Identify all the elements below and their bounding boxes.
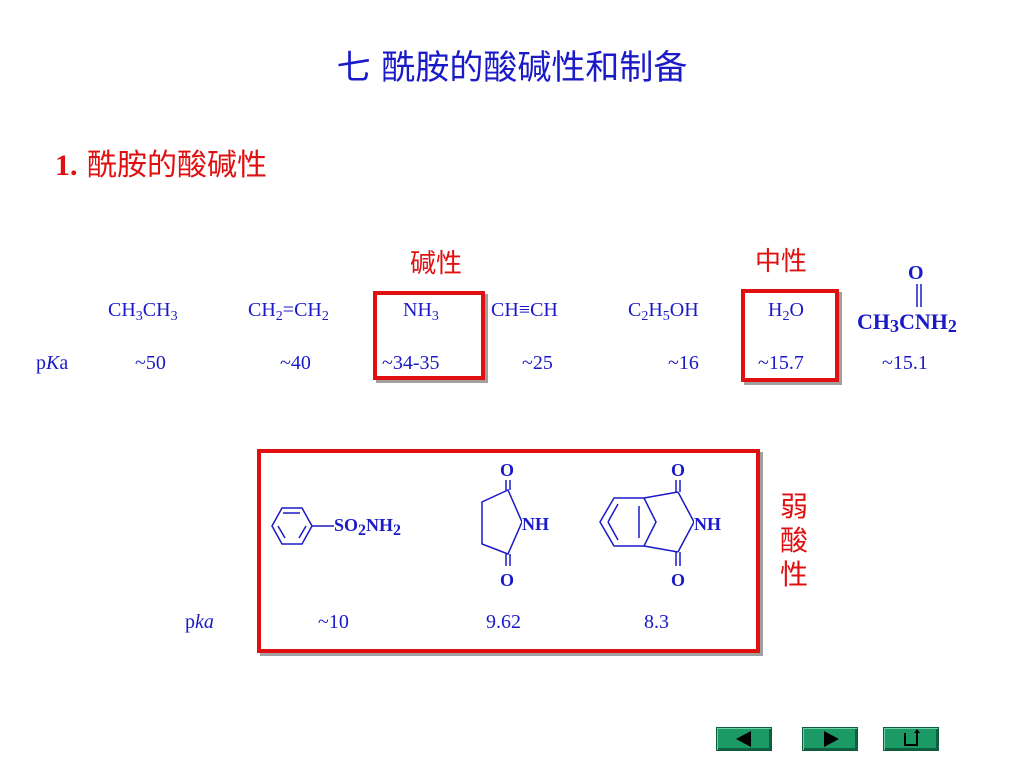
pka-ethanol: ~16 xyxy=(668,352,699,374)
section-heading: 1. 酰胺的酸碱性 xyxy=(55,140,267,184)
acetylene-formula: CH≡CH xyxy=(491,299,558,321)
phthalimide-ring-icon xyxy=(599,480,695,566)
acetamide-oxygen: O xyxy=(908,262,924,284)
pka-a: a xyxy=(59,352,69,374)
next-slide-button[interactable] xyxy=(802,727,858,751)
weak-acid-box xyxy=(257,449,760,653)
neutral-label: 中性 xyxy=(755,247,808,277)
benzene-ring-icon xyxy=(271,507,334,545)
pka-p: p xyxy=(36,352,46,374)
succinimide-o-bottom: O xyxy=(500,570,515,590)
pka-acetamide: ~15.1 xyxy=(882,352,928,374)
basic-label: 碱性 xyxy=(410,249,463,279)
section-title: 酰胺的酸碱性 xyxy=(87,148,268,183)
ethanol-formula: C2H5OH xyxy=(628,299,699,324)
pka-water: ~15.7 xyxy=(758,352,804,374)
pka-row-label: pKa xyxy=(36,352,68,375)
ethane-formula: CH3CH3 xyxy=(108,299,178,324)
pka-ammonia: ~34-35 xyxy=(382,352,440,374)
pka-k: K xyxy=(46,352,60,374)
pka2-p: p xyxy=(185,611,195,633)
pka-ethane: ~50 xyxy=(135,352,166,374)
phthalimide-nh: NH xyxy=(694,514,721,535)
prev-slide-button[interactable] xyxy=(716,727,772,751)
acetamide-formula: CH3CNH2 xyxy=(857,309,957,336)
return-button[interactable] xyxy=(883,727,939,751)
ammonia-formula: NH3 xyxy=(403,299,439,324)
h2o-highlight-box xyxy=(741,289,839,382)
pka-row2-label: pka xyxy=(185,611,214,634)
pka2-ka: ka xyxy=(195,611,214,633)
weak-acid-label: 弱 酸 性 xyxy=(780,490,812,592)
phthalimide-o-top: O xyxy=(671,460,686,480)
return-arrow-icon xyxy=(904,729,920,746)
weak-acid-char-1: 弱 xyxy=(780,490,809,523)
pka-phthalimide: 8.3 xyxy=(644,611,669,633)
acetamide-double-bond xyxy=(916,284,922,307)
succinimide-o-top: O xyxy=(500,460,515,480)
phthalimide-o-bottom: O xyxy=(671,570,686,590)
pka-sulfonamide: ~10 xyxy=(318,611,349,633)
succinimide-nh: NH xyxy=(522,514,549,535)
page-title: 七 酰胺的酸碱性和制备 xyxy=(336,48,688,88)
nh3-highlight-box xyxy=(373,291,485,380)
right-triangle-icon xyxy=(824,731,839,747)
left-triangle-icon xyxy=(736,731,751,747)
pka-ethylene: ~40 xyxy=(280,352,311,374)
water-formula: H2O xyxy=(768,299,804,324)
sulfonamide-group: SO2NH2 xyxy=(334,515,402,539)
ethylene-formula: CH2=CH2 xyxy=(248,299,329,324)
weak-acid-char-3: 性 xyxy=(780,558,809,591)
weak-acid-char-2: 酸 xyxy=(780,524,809,557)
pka-acetylene: ~25 xyxy=(522,352,553,374)
section-number: 1. xyxy=(55,149,78,182)
succinimide-ring-icon xyxy=(481,480,523,566)
pka-succinimide: 9.62 xyxy=(486,611,521,633)
